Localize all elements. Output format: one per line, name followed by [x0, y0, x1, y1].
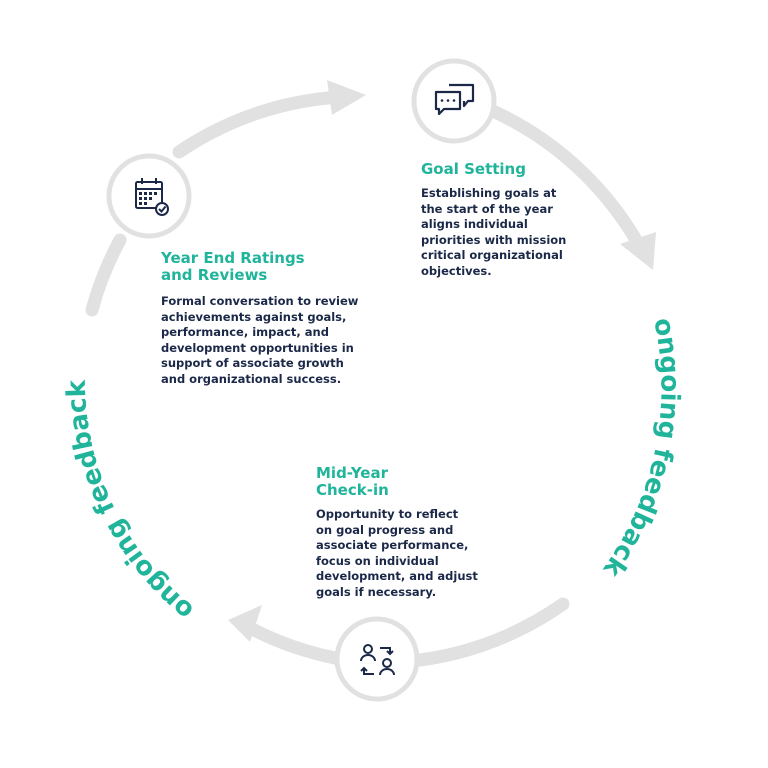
- goal-setting-node: [411, 58, 497, 144]
- ongoing-feedback-left-label: ongoing feedback: [62, 379, 200, 626]
- arrow-right-icon: [327, 80, 366, 115]
- cycle-arrows: [228, 80, 656, 642]
- ongoing-feedback-right-label: ongoing feedback: [597, 316, 685, 583]
- mid-year-description: Opportunity to reflect on goal progress …: [316, 507, 478, 599]
- mid-year-title: Mid-Year Check-in: [316, 464, 389, 499]
- ring-arc-bottom-left: [243, 621, 342, 665]
- goal-setting-title: Goal Setting: [421, 160, 526, 178]
- mid-year-node: [334, 616, 420, 702]
- year-end-node: [106, 153, 192, 239]
- ring-arc-top-right: [488, 105, 643, 247]
- ring-arc-top: [172, 90, 347, 159]
- ring-arc-left: [85, 233, 127, 317]
- calendar-check-icon: [135, 178, 169, 216]
- cycle-ring: [85, 90, 643, 667]
- goal-setting-description: Establishing goals at the start of the y…: [421, 186, 567, 278]
- chat-bubbles-icon: [434, 83, 475, 116]
- arrow-left-icon: [228, 605, 262, 642]
- people-exchange-icon: [360, 644, 395, 676]
- arrow-down-icon: [620, 232, 656, 270]
- year-end-description: Formal conversation to review achievemen…: [161, 294, 359, 386]
- ring-arc-bottom-right: [413, 597, 570, 667]
- year-end-title: Year End Ratings and Reviews: [161, 249, 305, 284]
